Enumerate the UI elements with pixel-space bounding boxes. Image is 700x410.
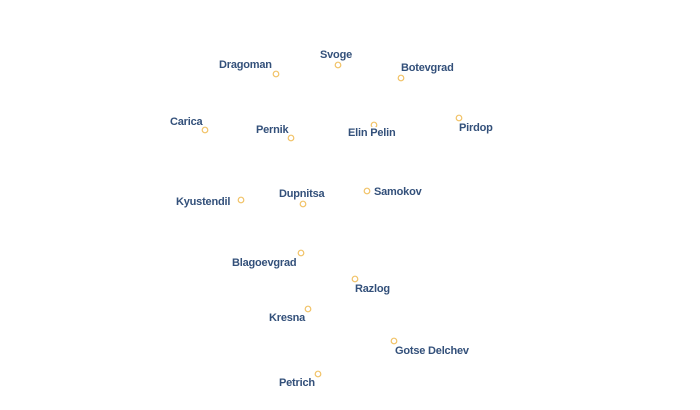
city-svoge: Svoge: [318, 47, 354, 69]
city-marker-pernik: [287, 134, 295, 142]
city-label-elin-pelin: Elin Pelin: [348, 127, 396, 139]
city-marker-elin-pelin: [370, 121, 378, 129]
city-label-dragoman: Dragoman: [219, 59, 272, 71]
city-pernik: Pernik: [254, 122, 295, 142]
city-label-carica: Carica: [170, 116, 204, 128]
city-samokov: Samokov: [363, 184, 424, 200]
city-petrich: Petrich: [277, 370, 322, 391]
city-marker-blagoevgrad: [297, 249, 305, 257]
city-pirdop: Pirdop: [455, 114, 495, 136]
city-label-razlog: Razlog: [355, 283, 390, 295]
city-label-pernik: Pernik: [256, 124, 290, 136]
city-label-dupnitsa: Dupnitsa: [279, 188, 326, 200]
city-marker-svoge: [334, 61, 342, 69]
city-carica: Carica: [168, 114, 209, 134]
city-label-kyustendil: Kyustendil: [176, 196, 230, 208]
city-marker-kresna: [304, 305, 312, 313]
city-label-svoge: Svoge: [320, 49, 352, 61]
city-label-kresna: Kresna: [269, 312, 306, 324]
city-marker-dragoman: [272, 70, 280, 78]
city-razlog: Razlog: [351, 275, 392, 297]
city-marker-kyustendil: [237, 196, 245, 204]
city-dragoman: Dragoman: [217, 57, 280, 78]
city-marker-carica: [201, 126, 209, 134]
city-marker-dupnitsa: [299, 200, 307, 208]
city-elin-pelin: Elin Pelin: [346, 121, 398, 141]
city-label-pirdop: Pirdop: [459, 122, 493, 134]
city-marker-gotse-delchev: [390, 337, 398, 345]
city-label-gotse-delchev: Gotse Delchev: [395, 345, 470, 357]
city-marker-razlog: [351, 275, 359, 283]
city-label-botevgrad: Botevgrad: [401, 62, 454, 74]
city-botevgrad: Botevgrad: [397, 60, 455, 82]
city-kyustendil: Kyustendil: [174, 194, 245, 210]
city-kresna: Kresna: [267, 305, 312, 326]
city-gotse-delchev: Gotse Delchev: [390, 337, 472, 359]
city-marker-pirdop: [455, 114, 463, 122]
city-marker-samokov: [363, 187, 371, 195]
city-label-blagoevgrad: Blagoevgrad: [232, 257, 296, 269]
city-label-samokov: Samokov: [374, 186, 423, 198]
city-label-petrich: Petrich: [279, 377, 315, 389]
city-marker-botevgrad: [397, 74, 405, 82]
city-blagoevgrad: Blagoevgrad: [230, 249, 305, 271]
city-marker-petrich: [314, 370, 322, 378]
city-dupnitsa: Dupnitsa: [277, 186, 327, 208]
